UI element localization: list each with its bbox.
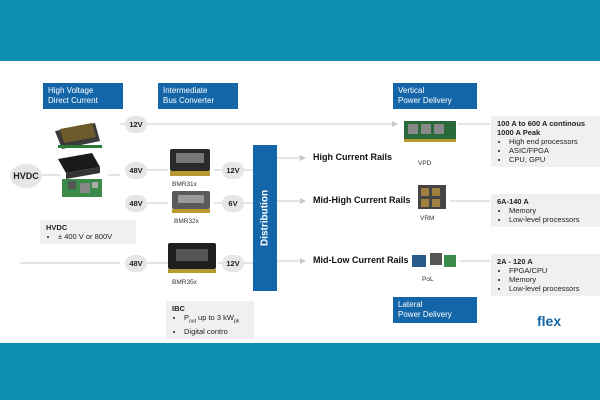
- distribution-bar: Distribution: [253, 145, 277, 291]
- header-lateral-power: Lateral Power Delivery: [393, 297, 477, 323]
- list-item: Low-level processors: [509, 215, 595, 224]
- rail-mid-high-current: Mid-High Current Rails: [313, 195, 411, 205]
- pol-image: [412, 253, 456, 267]
- list-item: FPGA/CPU: [509, 266, 595, 275]
- label-vrm: VRM: [420, 215, 435, 222]
- hvdc-info-box: HVDC ± 400 V or 800V: [40, 220, 136, 244]
- rail-high-current: High Current Rails: [313, 152, 393, 162]
- hv-module-3-image: [62, 179, 102, 197]
- ibc-info-box: IBC Pout up to 3 kWpk Digital contro: [166, 301, 254, 339]
- pol-output-box: 2A - 120 A FPGA/CPU Memory Low-level pro…: [491, 254, 600, 296]
- rail-mid-low-current: Mid-Low Current Rails: [313, 255, 409, 265]
- label-bmr31: BMR31x: [172, 181, 197, 188]
- hv-module-2-image: [58, 153, 100, 179]
- ibc-info-title: IBC: [172, 304, 185, 313]
- hvdc-info-item: ± 400 V or 800V: [58, 232, 130, 241]
- hv-module-1-image: [55, 123, 102, 149]
- pill-12v-top: 12V: [125, 116, 147, 133]
- list-item: CPU, GPU: [509, 155, 595, 164]
- pill-12v-a: 12V: [222, 162, 244, 179]
- pill-6v: 6V: [222, 195, 244, 212]
- pill-12v-c: 12V: [222, 255, 244, 272]
- list-item: Memory: [509, 275, 595, 284]
- ibc-info-power: Pout up to 3 kWpk: [184, 313, 248, 327]
- header-vertical-power: Vertical Power Delivery: [393, 83, 477, 109]
- vrm-output-box: 6A-140 A Memory Low-level processors: [491, 194, 600, 227]
- label-pol: PoL: [422, 276, 434, 283]
- pill-48v-a: 48V: [125, 162, 147, 179]
- list-item: Memory: [509, 206, 595, 215]
- hvdc-info-title: HVDC: [46, 223, 68, 232]
- label-bmr32: BMR32x: [174, 218, 199, 225]
- flex-logo: flex: [537, 313, 562, 329]
- vpd-image: [404, 121, 456, 142]
- list-item: High end processors: [509, 137, 595, 146]
- list-item: ASIC/FPGA: [509, 146, 595, 155]
- header-ibc: Intermediate Bus Converter: [158, 83, 238, 109]
- vrm-image: [418, 185, 446, 209]
- ibc-info-digital: Digital contro: [184, 327, 248, 336]
- label-vpd: VPD: [418, 160, 432, 167]
- hvdc-node: HVDC: [10, 164, 42, 188]
- label-bmr35: BMR35x: [172, 279, 197, 286]
- pill-48v-b: 48V: [125, 195, 147, 212]
- connector-lines: [20, 121, 490, 273]
- bmr31-image: [170, 149, 210, 176]
- header-high-voltage: High Voltage Direct Current: [43, 83, 123, 109]
- distribution-label: Distribution: [259, 189, 271, 247]
- list-item: Low-level processors: [509, 284, 595, 293]
- pill-48v-c: 48V: [125, 255, 147, 272]
- slide: High Voltage Direct Current Intermediate…: [0, 61, 600, 343]
- vpd-output-box: 100 A to 600 A continous 1000 A Peak Hig…: [491, 116, 600, 167]
- bmr35-image: [168, 243, 216, 273]
- bmr32-image: [172, 191, 210, 213]
